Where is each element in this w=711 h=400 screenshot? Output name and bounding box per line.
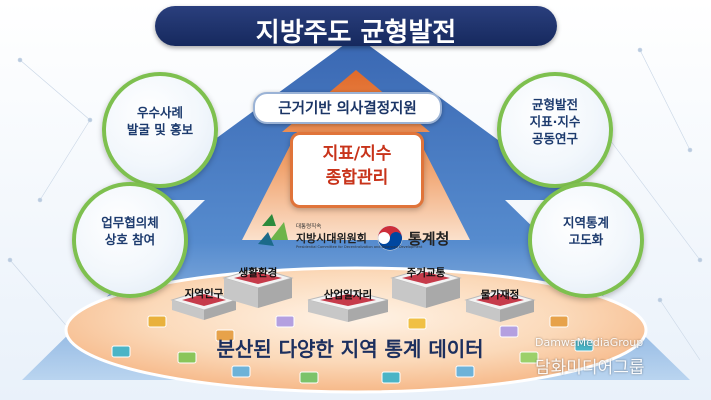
circle-line: 발굴 및 홍보	[126, 122, 194, 137]
title-banner	[155, 6, 557, 46]
circle-line: 지역통계	[562, 215, 609, 230]
circle-line: 우수사례	[136, 105, 183, 120]
arrow-banner-label: 근거기반 의사결정지원	[278, 101, 417, 117]
block-label-housing: 주거교통	[406, 267, 446, 279]
center-box-line: 지표/지수	[322, 144, 392, 164]
center-box-label: 지표/지수 종합관리	[290, 142, 424, 190]
circle-best-practices	[102, 72, 218, 188]
block-label-population: 지역인구	[184, 288, 224, 300]
committee-english-name: Presidential Committee for Decentralizat…	[296, 245, 423, 249]
circle-joint-research-label: 균형발전 지표·지수 공동연구	[501, 96, 609, 147]
circle-line: 상호 참여	[104, 232, 156, 247]
arrow-banner	[253, 92, 442, 124]
circle-regional-statistics	[528, 182, 644, 298]
block-label-prices: 물가재정	[480, 289, 520, 301]
watermark-korean: 담화미디어그룹	[535, 358, 645, 378]
circle-line: 지표·지수	[529, 114, 581, 129]
statistics-korea-name: 통계청	[408, 230, 450, 248]
circle-council-label: 업무협의체 상호 참여	[76, 214, 184, 248]
committee-name: 지방시대위원회	[296, 232, 367, 245]
block-label-living: 생활환경	[238, 267, 278, 279]
committee-subtitle: 대통령직속	[296, 224, 322, 230]
circle-line: 공동연구	[531, 131, 578, 146]
circle-best-practices-label: 우수사례 발굴 및 홍보	[106, 104, 214, 138]
circle-line: 업무협의체	[101, 215, 159, 230]
block-label-industry: 산업일자리	[323, 289, 373, 301]
bottom-label: 분산된 다양한 지역 통계 데이터	[216, 337, 484, 361]
circle-joint-research	[497, 72, 613, 188]
center-box	[290, 132, 424, 208]
circle-council	[72, 182, 188, 298]
watermark-latin: DamwaMediaGroup	[535, 336, 644, 349]
statistics-logo	[377, 225, 403, 251]
circle-line: 고도화	[568, 232, 604, 247]
committee-logo	[258, 214, 288, 246]
center-box-line: 종합관리	[325, 168, 389, 188]
circle-regional-statistics-label: 지역통계 고도화	[532, 214, 640, 248]
circle-line: 균형발전	[531, 97, 578, 112]
page-title: 지방주도 균형발전	[255, 18, 457, 48]
